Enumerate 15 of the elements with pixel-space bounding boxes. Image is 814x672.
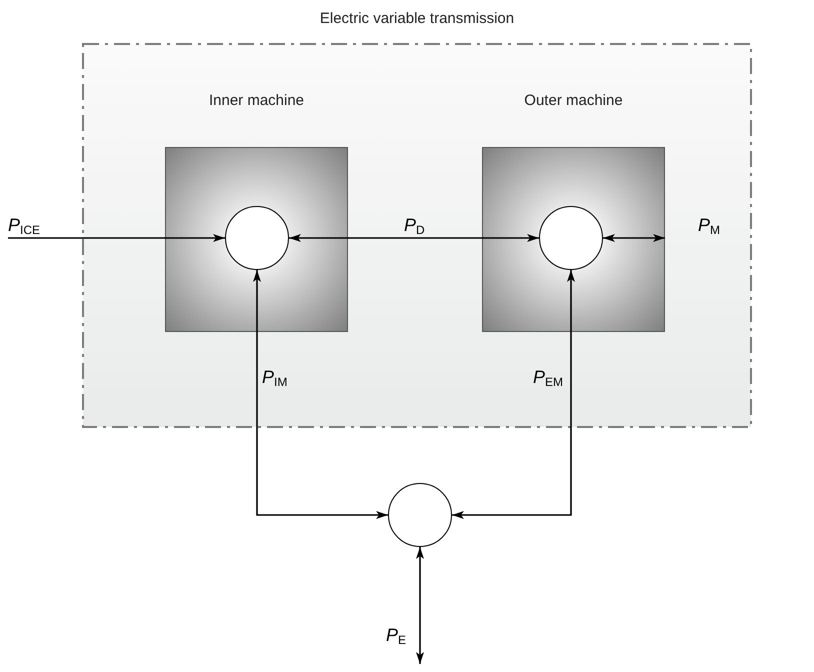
machine-label: Outer machine xyxy=(523,91,624,111)
edge-label: P$_{IM}$ xyxy=(262,368,288,386)
arrow xyxy=(452,270,575,519)
arrow xyxy=(8,234,225,242)
boundary-label: Electric variable transmission xyxy=(318,9,516,29)
edge-label: P$_{D}$ xyxy=(404,216,425,234)
edge-label: P$_{M}$ xyxy=(698,216,720,234)
edge-label: P$_{EM}$ xyxy=(533,368,564,386)
arrow xyxy=(289,234,539,242)
arrow xyxy=(603,234,665,242)
arrow xyxy=(253,270,388,519)
edge-label: P$_{E}$ xyxy=(386,626,406,644)
arrow xyxy=(416,547,424,664)
edge-label: P$_{ICE}$ xyxy=(8,216,40,234)
machine-label: Inner machine xyxy=(208,91,306,111)
